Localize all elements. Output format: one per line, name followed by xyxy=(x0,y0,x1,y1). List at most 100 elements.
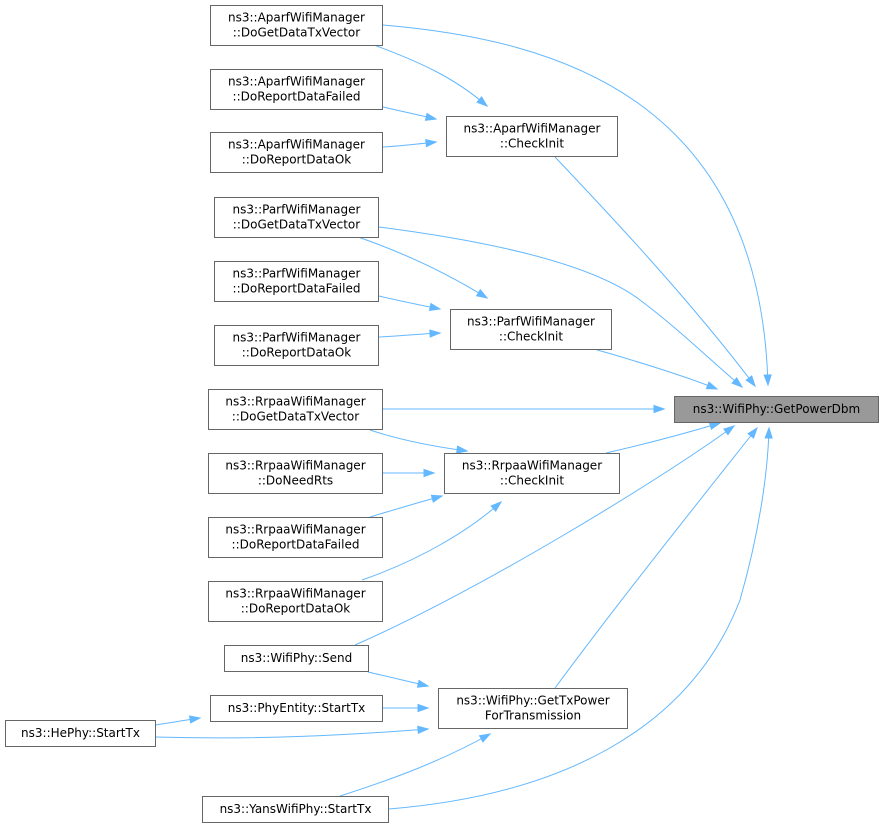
node-label-line: ns3::ParfWifiManager xyxy=(467,315,595,329)
edge-arrowhead xyxy=(424,112,438,121)
node-label-line: ns3::ParfWifiManager xyxy=(233,267,361,281)
edge-yans_starttx-to-gettxpower xyxy=(339,733,492,797)
node-label-line: ::DoReportDataOk xyxy=(241,602,351,616)
node-label-line: ::DoGetDataTxVector xyxy=(233,218,360,232)
node-label-line: ns3::RrpaaWifiManager xyxy=(225,459,365,473)
node-rrpaa-dogetdatatxvector[interactable]: ns3::RrpaaWifiManager::DoGetDataTxVector xyxy=(208,389,383,430)
node-box xyxy=(208,581,383,622)
node-label-line: ::DoReportDataFailed xyxy=(233,282,361,296)
edge-rrpaa_doneedrts-to-rrpaa_checkinit xyxy=(383,468,436,478)
edge-arrowhead xyxy=(417,725,430,734)
node-parf-doreportdatafailed[interactable]: ns3::ParfWifiManager::DoReportDataFailed xyxy=(214,261,379,302)
edge-line xyxy=(388,427,770,810)
edge-line xyxy=(357,236,488,299)
node-label-line: ::DoGetDataTxVector xyxy=(232,410,359,424)
edge-wifiphy_send-to-gettxpower xyxy=(367,671,430,688)
edge-rrpaa_dogetdatatxvector-to-rrpaa_checkinit xyxy=(369,429,469,454)
edge-arrowhead xyxy=(417,703,430,713)
node-yans-starttx[interactable]: ns3::YansWifiPhy::StartTx xyxy=(202,796,389,823)
node-label-line: ::CheckInit xyxy=(500,137,564,151)
edge-arrowhead xyxy=(747,426,758,439)
edge-arrowhead xyxy=(189,715,202,724)
node-aparf-dogetdatatxvector[interactable]: ns3::AparfWifiManager::DoGetDataTxVector xyxy=(210,5,383,46)
node-label-line: ns3::ParfWifiManager xyxy=(233,331,361,345)
edge-arrowhead xyxy=(478,733,492,743)
node-label-line: ns3::RrpaaWifiManager xyxy=(462,459,602,473)
edge-arrowhead xyxy=(476,96,489,107)
edge-yans_starttx-to-target xyxy=(388,426,773,810)
node-label-line: ns3::AparfWifiManager xyxy=(228,75,365,89)
edge-aparf_doreportdataok-to-aparf_checkinit xyxy=(382,138,438,148)
node-label-line: ns3::AparfWifiManager xyxy=(228,138,365,152)
nodes-layer: ns3::WifiPhy::GetPowerDbm ns3::AparfWifiM… xyxy=(5,5,879,823)
node-aparf-doreportdataok[interactable]: ns3::AparfWifiManager::DoReportDataOk xyxy=(210,132,383,173)
edge-arrowhead xyxy=(430,494,444,503)
edge-line xyxy=(154,728,429,739)
node-box xyxy=(224,645,369,672)
edge-parf_doreportdatafailed-to-parf_checkinit xyxy=(378,295,442,312)
node-label-line: ns3::PhyEntity::StartTx xyxy=(228,701,366,715)
node-box xyxy=(210,5,383,46)
edge-arrowhead xyxy=(708,421,722,431)
node-rrpaa-doreportdataok[interactable]: ns3::RrpaaWifiManager::DoReportDataOk xyxy=(208,581,383,622)
node-label-line: ::DoGetDataTxVector xyxy=(233,26,360,40)
edge-line xyxy=(373,44,488,107)
edge-line xyxy=(339,733,491,797)
edge-line xyxy=(593,348,718,390)
edge-rrpaa_dogetdatatxvector-to-target xyxy=(383,404,666,414)
node-box xyxy=(450,309,612,350)
node-box xyxy=(5,720,156,747)
edge-aparf_checkinit-to-target xyxy=(554,156,756,388)
edge-arrowhead xyxy=(425,138,438,148)
edge-wifiphy_send-to-target xyxy=(354,425,736,646)
node-label-line: ns3::AparfWifiManager xyxy=(228,11,365,25)
edge-arrowhead xyxy=(456,445,469,454)
edge-line xyxy=(378,226,743,388)
edge-parf_checkinit-to-target xyxy=(593,348,719,390)
node-parf-doreportdataok[interactable]: ns3::ParfWifiManager::DoReportDataOk xyxy=(214,325,379,366)
node-target[interactable]: ns3::WifiPhy::GetPowerDbm xyxy=(674,396,879,423)
node-label-line: ns3::RrpaaWifiManager xyxy=(225,523,365,537)
node-box xyxy=(214,261,379,302)
node-box xyxy=(210,69,383,110)
edge-arrowhead xyxy=(423,468,436,478)
node-phyentity-starttx[interactable]: ns3::PhyEntity::StartTx xyxy=(210,695,383,722)
edge-line xyxy=(369,495,443,518)
node-parf-dogetdatatxvector[interactable]: ns3::ParfWifiManager::DoGetDataTxVector xyxy=(214,197,379,238)
node-box xyxy=(210,695,383,722)
edge-arrowhead xyxy=(490,501,503,513)
edge-gettxpower-to-target xyxy=(554,426,758,689)
edge-arrowhead xyxy=(428,302,442,312)
edge-aparf_dogetdatatxvector-to-target xyxy=(382,24,772,387)
edge-line xyxy=(382,24,769,386)
edge-aparf_doreportdatafailed-to-aparf_checkinit xyxy=(382,106,438,121)
node-label-line: ::DoReportDataFailed xyxy=(232,538,360,552)
node-label-line: ::CheckInit xyxy=(500,474,564,488)
edge-arrowhead xyxy=(416,679,430,688)
node-rrpaa-doneedrts[interactable]: ns3::RrpaaWifiManager::DoNeedRts xyxy=(208,453,383,494)
node-box xyxy=(438,688,628,729)
node-hephy-starttx[interactable]: ns3::HePhy::StartTx xyxy=(5,720,156,747)
node-wifiphy-send[interactable]: ns3::WifiPhy::Send xyxy=(224,645,369,672)
edge-line xyxy=(554,156,756,387)
node-box xyxy=(444,453,620,494)
edge-line xyxy=(554,427,758,689)
edge-hephy_starttx-to-gettxpower xyxy=(154,725,430,739)
node-aparf-checkinit[interactable]: ns3::AparfWifiManager::CheckInit xyxy=(446,116,618,157)
node-rrpaa-doreportdatafailed[interactable]: ns3::RrpaaWifiManager::DoReportDataFaile… xyxy=(208,517,383,558)
node-aparf-doreportdatafailed[interactable]: ns3::AparfWifiManager::DoReportDataFaile… xyxy=(210,69,383,110)
node-label-line: ns3::ParfWifiManager xyxy=(233,203,361,217)
edge-arrowhead xyxy=(429,329,442,338)
edge-aparf_dogetdatatxvector-to-aparf_checkinit xyxy=(373,44,489,107)
node-label-line: ::DoReportDataOk xyxy=(242,153,352,167)
node-label-line: ::DoNeedRts xyxy=(258,474,333,488)
edge-parf_dogetdatatxvector-to-parf_checkinit xyxy=(357,236,489,299)
edge-arrowhead xyxy=(653,404,666,414)
edge-line xyxy=(361,501,502,581)
node-label-line: ::DoReportDataOk xyxy=(242,346,352,360)
node-box xyxy=(210,132,383,173)
node-parf-checkinit[interactable]: ns3::ParfWifiManager::CheckInit xyxy=(450,309,612,350)
node-rrpaa-checkinit[interactable]: ns3::RrpaaWifiManager::CheckInit xyxy=(444,453,620,494)
